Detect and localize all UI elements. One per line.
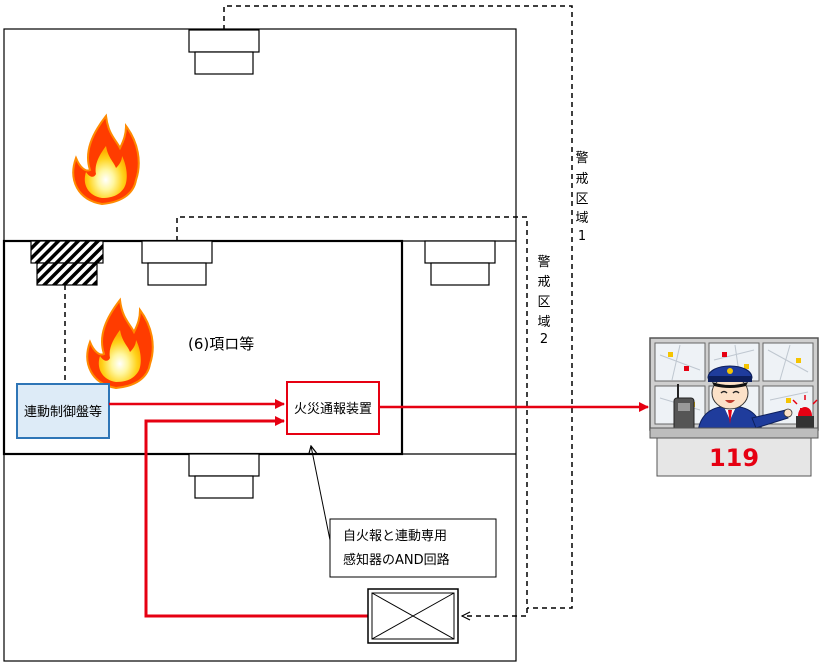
emergency-number-label: 119 (709, 444, 759, 472)
fire-alarm-receiver (367, 588, 459, 644)
flame-icon-upper (72, 115, 140, 205)
dispatch-desk-top (649, 427, 819, 439)
svg-text:戒: 戒 (575, 172, 588, 187)
flame-icon-room (86, 299, 154, 389)
svg-text:区: 区 (537, 295, 550, 310)
svg-text:1: 1 (578, 229, 586, 244)
and-circuit-pointer (311, 446, 332, 546)
smoke-detector-room (141, 240, 213, 286)
alarm-lamp (796, 416, 814, 428)
and-circuit-note-line2: 感知器のAND回路 (343, 552, 450, 568)
svg-text:2: 2 (540, 332, 548, 347)
fire-alarm-transmitter-label: 火災通報装置 (294, 402, 372, 417)
zone1-label: 警 戒 区 域 1 (575, 150, 588, 244)
svg-text:区: 区 (575, 192, 588, 207)
and-circuit-note (329, 518, 497, 578)
linked-control-panel (16, 383, 110, 439)
room-category-label: (6)項ロ等 (188, 335, 254, 353)
svg-text:警: 警 (575, 150, 588, 166)
smoke-detector-right (424, 240, 496, 286)
and-circuit-note-line1: 自火報と連動専用 (343, 529, 447, 544)
linked-control-panel-label: 連動制御盤等 (24, 404, 102, 420)
fire-department-illustration: 119 (649, 337, 819, 477)
receiver-to-transmitter-signal (144, 416, 368, 618)
dispatch-desk (656, 437, 812, 477)
svg-text:域: 域 (575, 211, 588, 226)
zone2-label: 警 戒 区 域 2 (537, 254, 550, 347)
dedicated-linked-detector (30, 240, 104, 286)
svg-text:警: 警 (537, 254, 550, 270)
svg-text:域: 域 (537, 315, 550, 330)
zone2-dashed-path (176, 216, 528, 616)
smoke-detector-top (188, 29, 260, 75)
zone1-dashed-path (223, 5, 573, 609)
svg-text:戒: 戒 (537, 275, 550, 290)
smoke-detector-bottom (188, 453, 260, 499)
